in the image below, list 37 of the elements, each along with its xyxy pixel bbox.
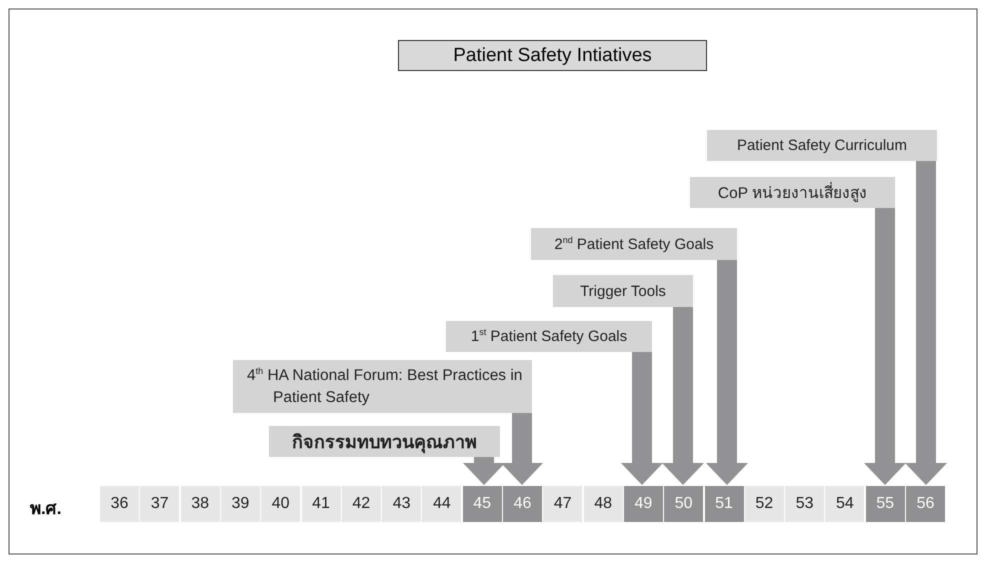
event-box: Patient Safety Curriculum xyxy=(707,130,937,161)
era-label: พ.ศ. xyxy=(30,498,62,520)
arrow xyxy=(905,161,947,485)
event-box: กิจกรรมทบทวนคุณภาพ xyxy=(269,426,500,457)
year-cell: 38 xyxy=(180,486,220,522)
year-cell: 49 xyxy=(624,486,663,522)
year-cell: 37 xyxy=(140,486,180,522)
year-cell: 46 xyxy=(503,486,542,522)
arrow xyxy=(501,413,543,485)
arrow xyxy=(706,260,748,485)
year-cell: 40 xyxy=(261,486,300,522)
event-box: 1$^{st}$ Patient Safety Goals xyxy=(446,321,652,352)
event-box: 4$^{th}$ HA National Forum: Best Practices in Patient Safety xyxy=(233,360,532,413)
year-cell: 53 xyxy=(785,486,824,522)
arrow xyxy=(864,208,906,485)
arrow xyxy=(662,307,704,485)
year-cell: 50 xyxy=(664,486,704,522)
arrow xyxy=(463,457,505,485)
year-cell: 43 xyxy=(382,486,422,522)
year-cell: 51 xyxy=(704,486,744,522)
year-cell: 41 xyxy=(302,486,340,522)
year-cell: 47 xyxy=(543,486,582,522)
year-cell: 36 xyxy=(100,486,139,522)
year-cell: 55 xyxy=(866,486,905,522)
year-cell: 45 xyxy=(462,486,502,522)
year-cell: 54 xyxy=(825,486,864,522)
arrow xyxy=(621,352,663,485)
event-box: CoP หน่วยงานเสี่ยงสูง xyxy=(690,177,895,208)
year-cell: 52 xyxy=(744,486,784,522)
year-cell: 42 xyxy=(342,486,381,522)
year-cell: 56 xyxy=(906,486,945,522)
year-cell: 39 xyxy=(220,486,260,522)
year-cell: 48 xyxy=(584,486,623,522)
title-box: Patient Safety Intiatives xyxy=(398,40,707,71)
year-cell: 44 xyxy=(422,486,462,522)
event-box: Trigger Tools xyxy=(553,275,693,307)
event-box: 2$^{nd}$ Patient Safety Goals xyxy=(531,228,737,260)
